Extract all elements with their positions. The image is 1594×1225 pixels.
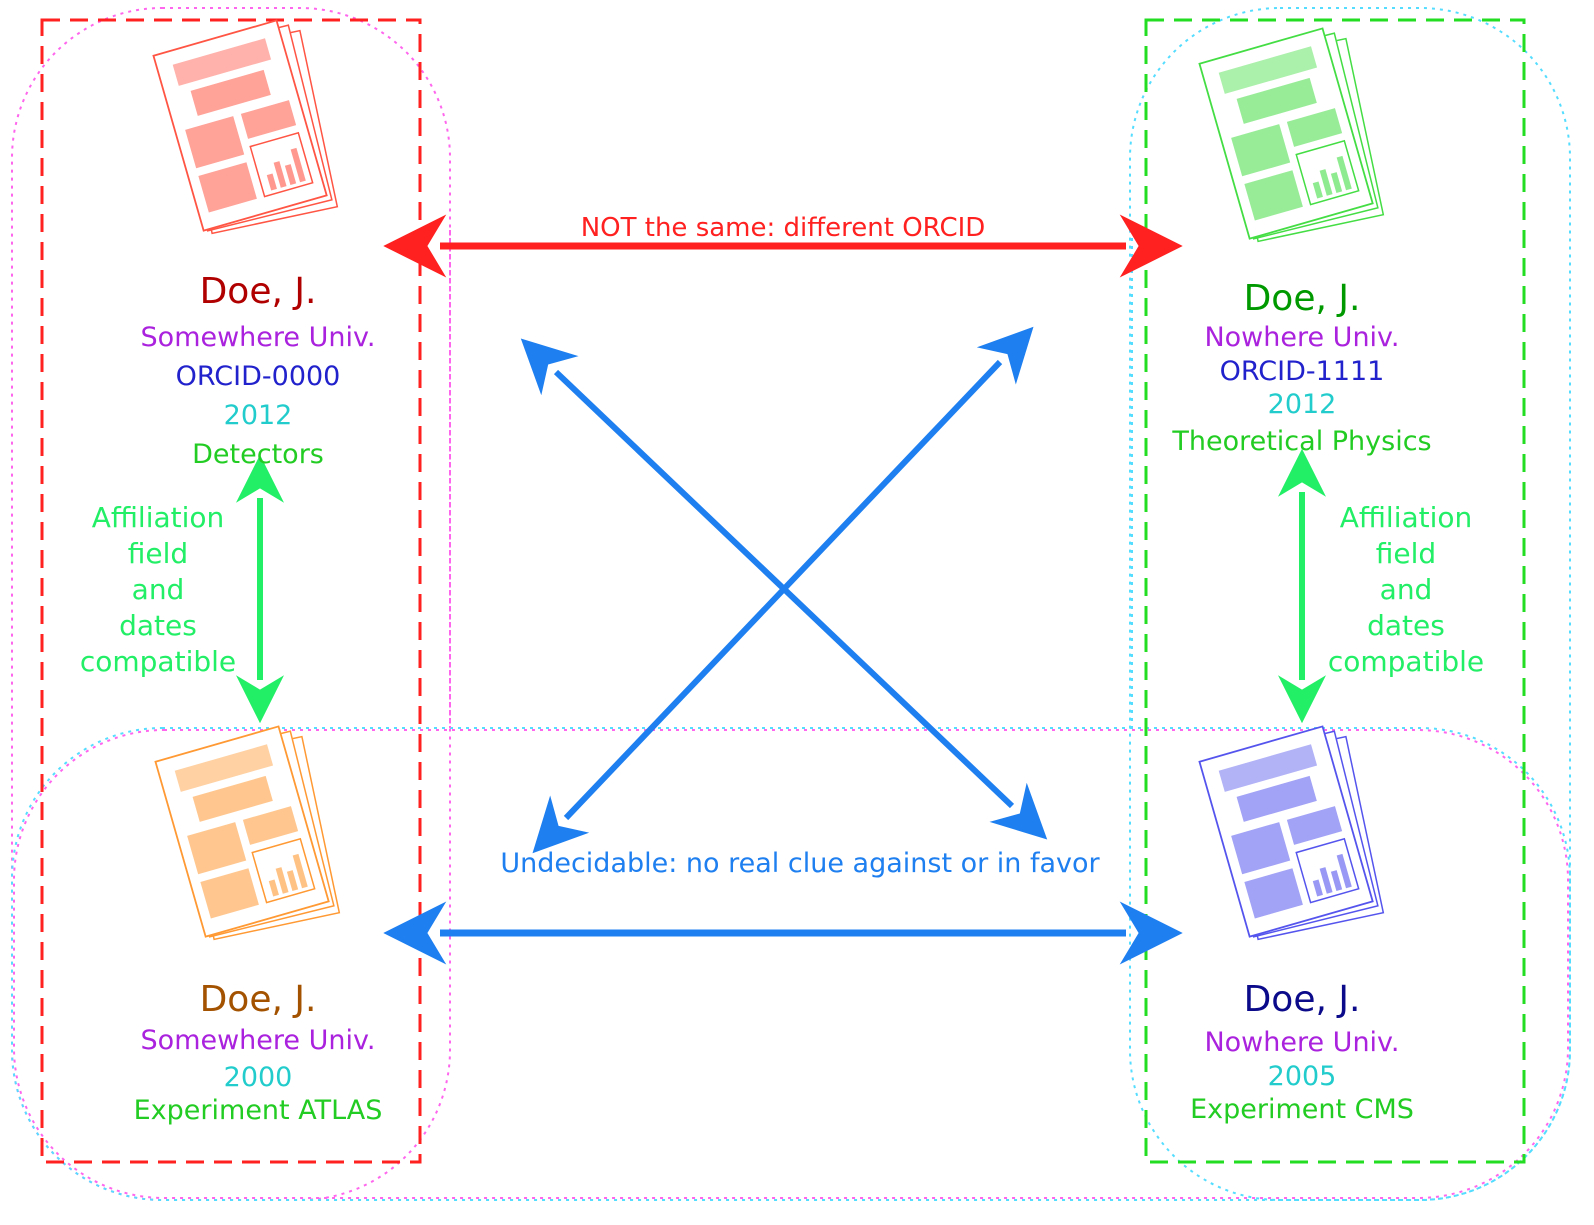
- not-same-label: NOT the same: different ORCID: [581, 213, 986, 243]
- compatible-right-line: compatible: [1328, 645, 1484, 678]
- compatible-right-line: Affiliation: [1340, 501, 1473, 534]
- year: 2012: [224, 400, 293, 431]
- record-bottom-left: Doe, J. Somewhere Univ. 2000 Experiment …: [134, 979, 383, 1126]
- record-top-right: Doe, J. Nowhere Univ. ORCID-1111 2012 Th…: [1171, 278, 1431, 457]
- record-top-left: Doe, J. Somewhere Univ. ORCID-0000 2012 …: [141, 271, 376, 470]
- author-name: Doe, J.: [200, 979, 317, 1020]
- field: Theoretical Physics: [1171, 426, 1431, 457]
- field: Experiment CMS: [1190, 1094, 1414, 1125]
- compatible-label-right: Affiliation field and dates compatible: [1328, 501, 1484, 678]
- compatible-left-line: and: [132, 573, 185, 606]
- orcid: ORCID-1111: [1220, 356, 1385, 387]
- cross-arrow-b: [532, 326, 1034, 854]
- compatible-right-line: dates: [1367, 609, 1445, 642]
- affiliation: Somewhere Univ.: [141, 1025, 376, 1056]
- compatible-left-line: compatible: [80, 645, 236, 678]
- affiliation: Nowhere Univ.: [1204, 1027, 1399, 1058]
- compatible-right-line: field: [1376, 537, 1436, 570]
- field: Detectors: [192, 439, 324, 470]
- record-bottom-right: Doe, J. Nowhere Univ. 2005 Experiment CM…: [1190, 979, 1414, 1125]
- document-icon: [154, 725, 341, 941]
- year: 2005: [1268, 1061, 1337, 1092]
- compatible-left-line: field: [128, 537, 188, 570]
- document-icon: [152, 19, 339, 235]
- compatible-right-line: and: [1380, 573, 1433, 606]
- affiliation: Somewhere Univ.: [141, 322, 376, 353]
- document-icon: [1198, 27, 1385, 243]
- undecidable-label: Undecidable: no real clue against or in …: [500, 848, 1100, 879]
- author-name: Doe, J.: [1244, 278, 1361, 319]
- cyan-group-bottom: [11, 727, 1571, 1201]
- affiliation: Nowhere Univ.: [1204, 322, 1399, 353]
- author-name: Doe, J.: [200, 271, 317, 312]
- orcid: ORCID-0000: [176, 361, 341, 392]
- red-author-box: [40, 18, 422, 1164]
- year: 2012: [1268, 389, 1337, 420]
- year: 2000: [224, 1062, 293, 1093]
- field: Experiment ATLAS: [134, 1095, 383, 1126]
- compatible-left-line: Affiliation: [92, 501, 225, 534]
- compatible-label-left: Affiliation field and dates compatible: [80, 501, 236, 678]
- compatible-left-line: dates: [119, 609, 197, 642]
- green-author-box: [1144, 18, 1526, 1164]
- document-icon: [1198, 725, 1385, 941]
- author-name: Doe, J.: [1244, 979, 1361, 1020]
